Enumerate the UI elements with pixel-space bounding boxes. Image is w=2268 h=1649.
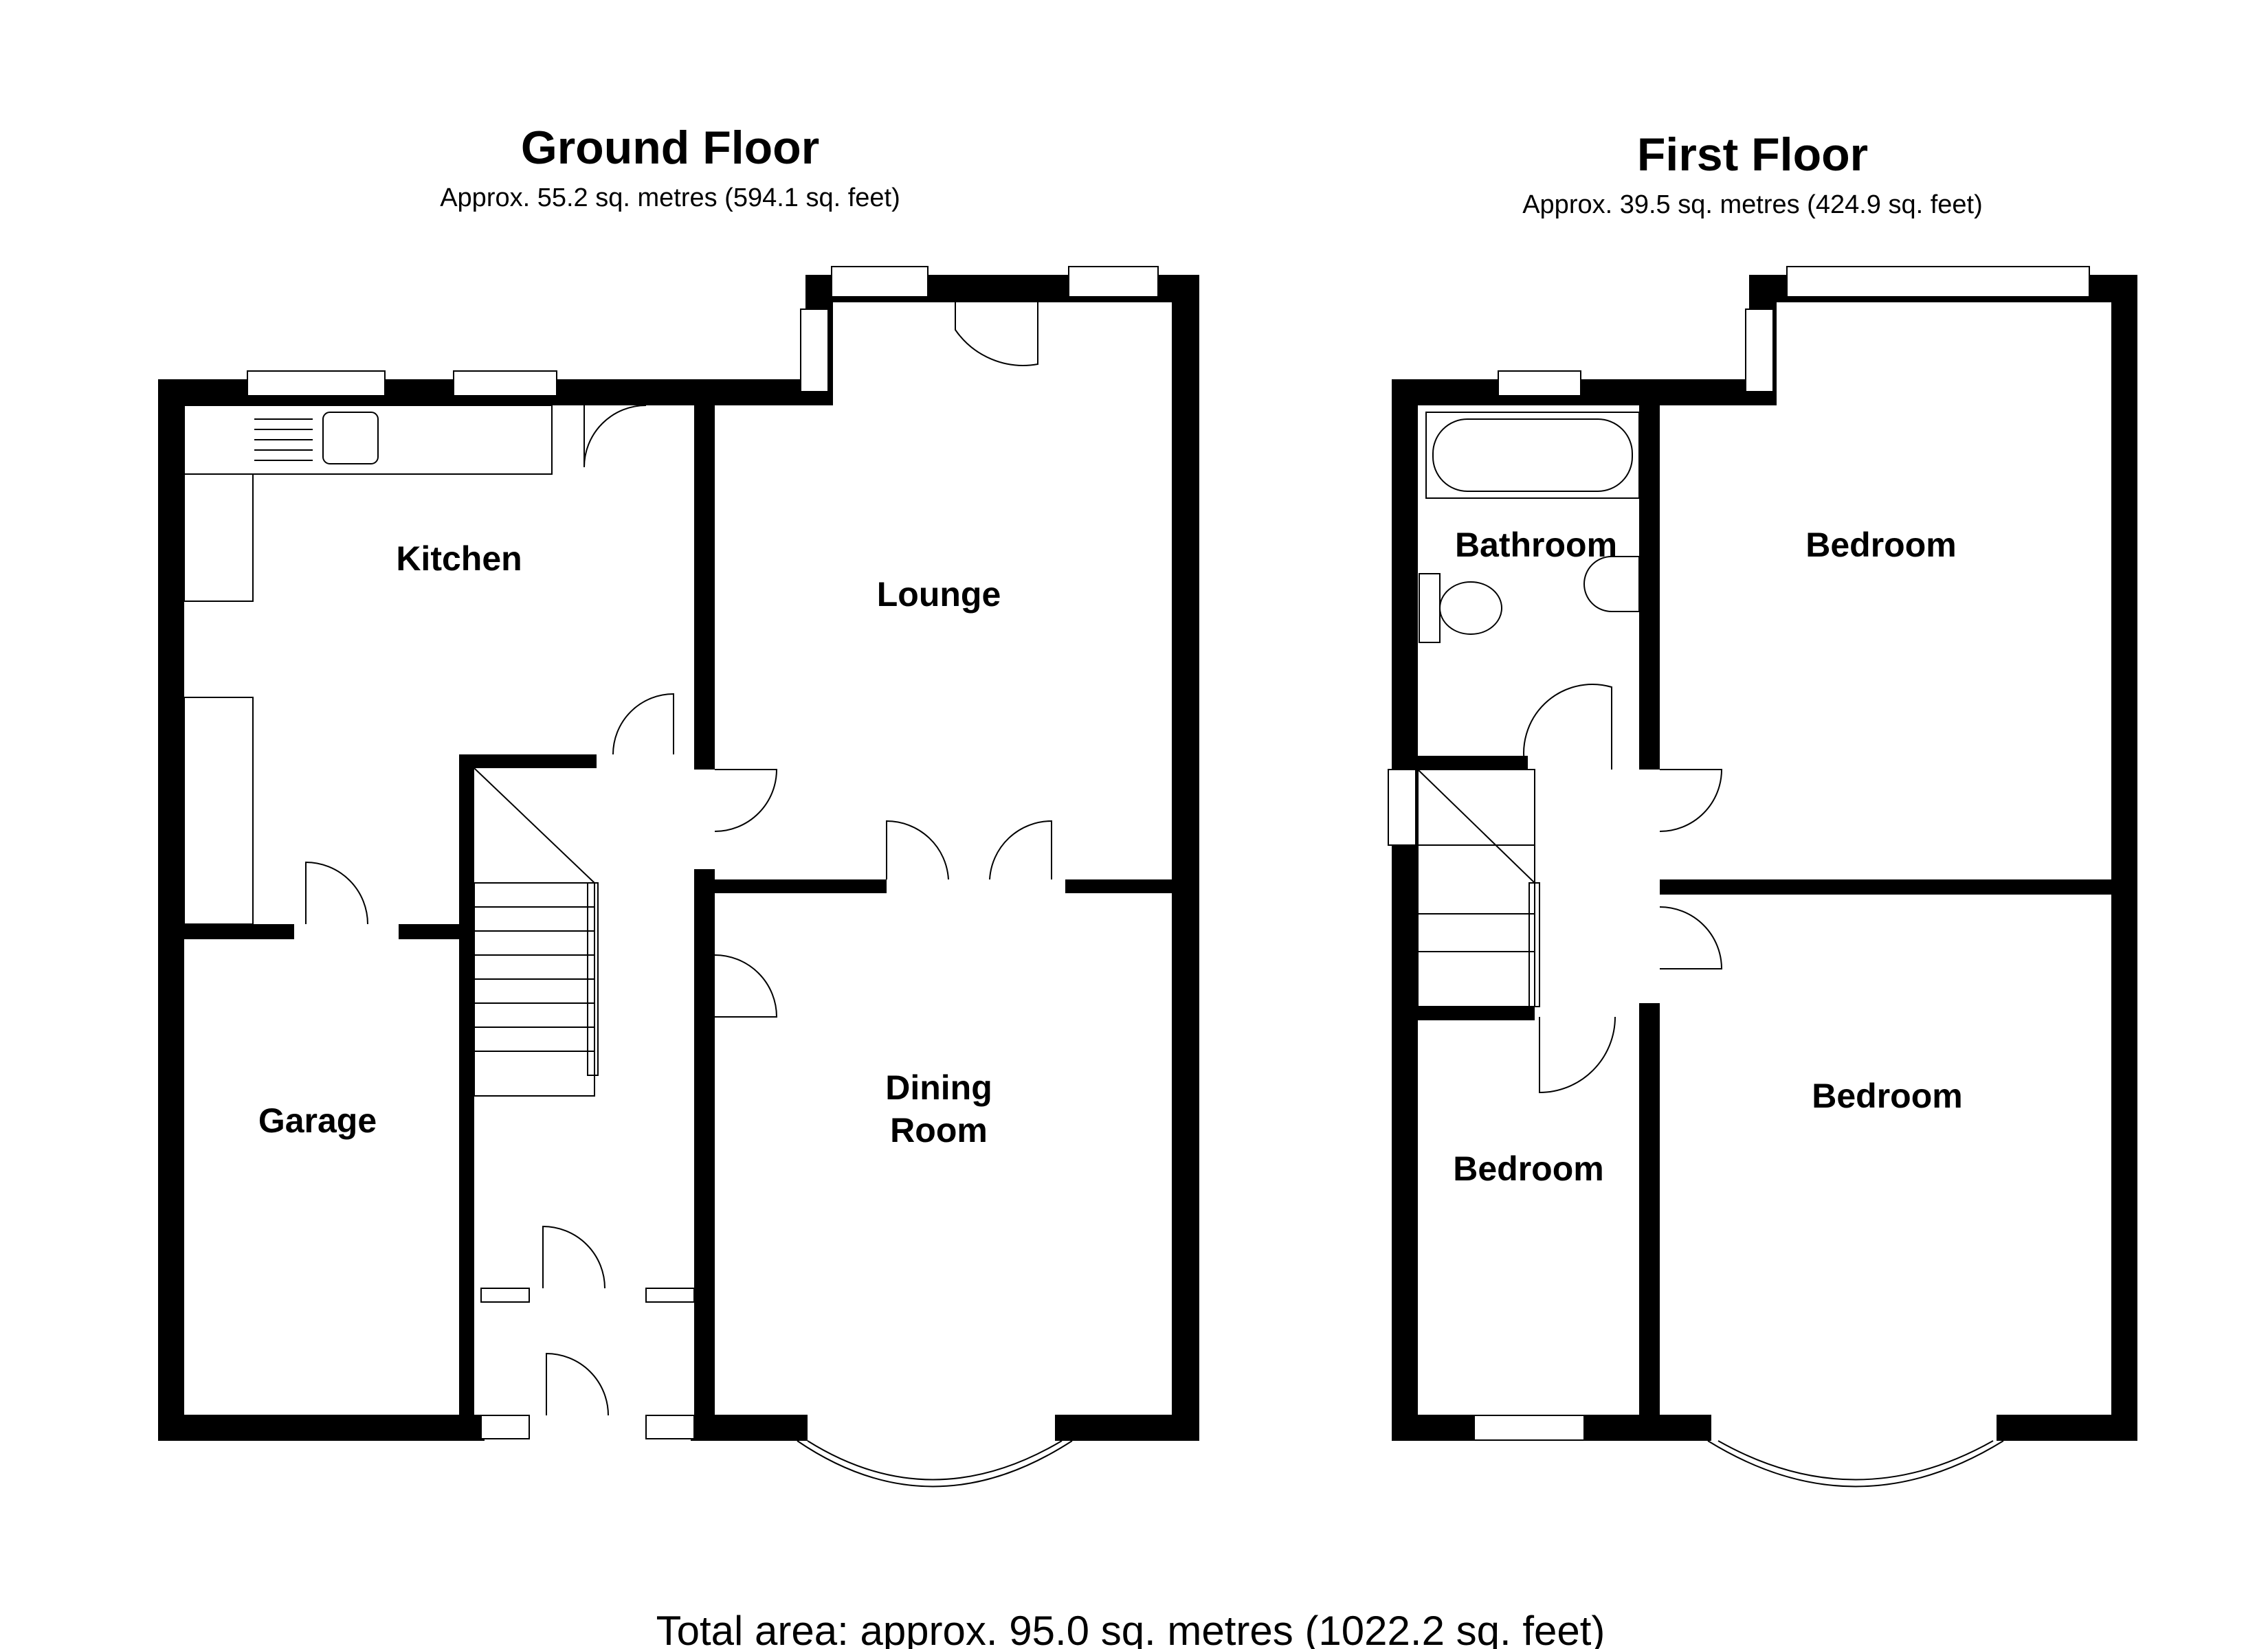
door [546,1352,609,1416]
wall [1418,756,1528,770]
wall [1172,275,1199,1441]
wall [459,754,474,1428]
worktop [184,697,254,925]
wall [715,879,887,893]
wall [1418,1007,1535,1020]
drainer [254,418,313,461]
wall [459,754,597,768]
wall [1660,879,2113,895]
wall [694,405,715,770]
worktop [184,473,254,602]
window [247,370,386,396]
bay-window [797,1440,1073,1488]
wall [1392,379,1418,1441]
staircase [1417,769,1540,1007]
window [1745,309,1774,392]
room-label-bedroom-small: Bedroom [1453,1149,1603,1188]
staircase [474,767,599,1097]
door [1523,684,1612,770]
toilet-cistern [1419,573,1441,643]
first-floor-plan [1388,266,2137,1488]
door [1539,1016,1616,1094]
wall [158,379,184,1441]
window [1068,266,1159,298]
basin [1583,556,1640,612]
window [1498,370,1581,396]
bay-window [1717,1440,1994,1481]
window [1388,769,1416,846]
door [1659,906,1723,969]
wall [158,1415,485,1441]
bay-window [807,1440,1063,1481]
bay-window [1707,1440,2004,1488]
wall [1639,405,1660,770]
door [989,820,1052,880]
wall [1065,879,1175,893]
door [583,405,647,468]
door [955,275,1038,366]
sink [322,412,379,464]
door [305,861,368,925]
window [480,1415,530,1439]
room-label-kitchen: Kitchen [396,539,522,578]
wall [2111,275,2137,1441]
first-floor-title: First Floor [1637,128,1868,181]
room-label-bedroom-large: Bedroom [1805,526,1956,564]
window [800,309,829,392]
window [1474,1415,1585,1441]
window [831,266,929,298]
wall [1639,1003,1660,1419]
window [453,370,557,396]
worktop [184,405,553,475]
window [1786,266,2090,298]
window [645,1288,695,1303]
window [645,1415,695,1439]
room-label-bathroom: Bathroom [1455,526,1617,564]
total-area: Total area: approx. 95.0 sq. metres (102… [656,1608,1605,1649]
first-floor-area: Approx. 39.5 sq. metres (424.9 sq. feet) [1522,190,1983,219]
wall [399,924,467,939]
room-label-dining-line2: Room [890,1111,988,1149]
wall [694,869,715,1419]
ground-floor-plan [158,266,1199,1488]
room-label-bedroom-rear: Bedroom [1812,1077,1962,1115]
room-label-dining-line1: Dining [885,1068,992,1107]
wall [1581,1415,1711,1441]
toilet-bowl [1439,581,1502,635]
window [480,1288,530,1303]
ground-floor-area: Approx. 55.2 sq. metres (594.1 sq. feet) [440,183,900,212]
door [714,954,778,1018]
bath [1425,412,1640,499]
wall [691,1415,808,1441]
bath-inner [1432,418,1633,492]
door [542,1225,605,1289]
room-label-lounge: Lounge [877,575,1001,614]
door [1659,769,1723,832]
door [714,769,778,832]
wall [184,924,294,939]
room-label-garage: Garage [258,1101,377,1140]
ground-floor-title: Ground Floor [521,122,819,174]
door [886,820,949,880]
door [612,693,674,755]
